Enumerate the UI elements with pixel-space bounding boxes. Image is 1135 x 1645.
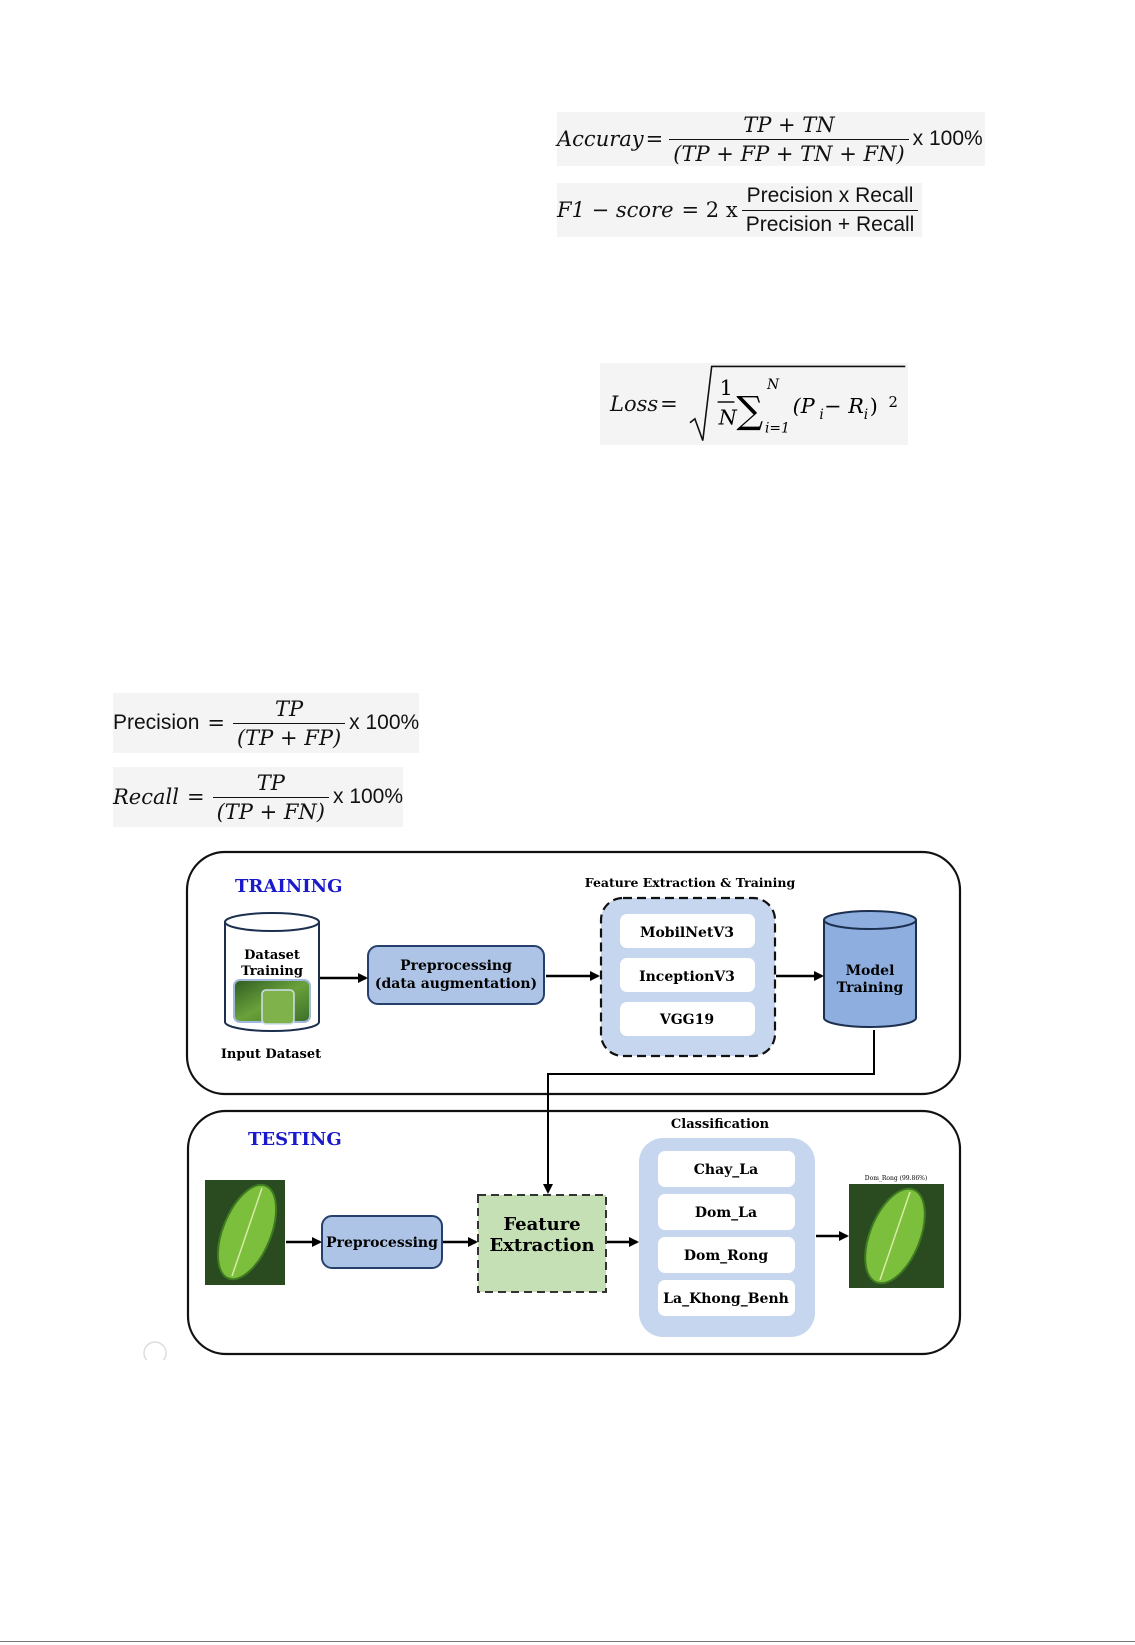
precision-multiplier: x 100%	[349, 711, 420, 734]
class-list: Chay_La Dom_La Dom_Rong La_Khong_Benh	[658, 1151, 795, 1316]
recall-lhs: Recall	[113, 785, 179, 809]
connector-model-to-feature-extraction	[543, 1030, 875, 1194]
model-training-line2: Training	[837, 980, 904, 996]
accuracy-multiplier: x 100%	[912, 127, 983, 150]
page-bottom-rule	[0, 1641, 1135, 1642]
loss-minus-r: − R	[824, 394, 864, 418]
recall-formula: Recall = TP (TP + FN) x 100%	[113, 767, 404, 827]
loss-one: 1	[719, 376, 732, 400]
loss-sub-r: i	[864, 407, 868, 423]
training-title: TRAINING	[235, 876, 342, 897]
class-box	[658, 1280, 795, 1316]
class-box	[658, 1151, 795, 1187]
precision-formula: Precision = TP (TP + FP) x 100%	[113, 693, 420, 753]
recall-numerator: TP	[256, 770, 285, 795]
precision-lhs: Precision	[113, 711, 200, 734]
dataset-label-line1: Dataset	[244, 948, 300, 963]
test-feature-extraction-line1: Feature	[503, 1214, 580, 1235]
class-label: Chay_La	[694, 1162, 758, 1178]
preprocessing-augmentation-box	[367, 945, 545, 1005]
f1-equals: = 2 x	[681, 198, 738, 222]
f1-fraction: Precision x Recall Precision + Recall	[741, 183, 919, 237]
precision-equals: =	[207, 711, 225, 735]
f1-lhs: F1 − score	[557, 198, 674, 222]
class-label: La_Khong_Benh	[663, 1291, 789, 1307]
result-caption: Dom_Rong (99.86%)	[865, 1175, 927, 1182]
faint-overlay-icon	[143, 1341, 167, 1360]
loss-sum-top: N	[766, 377, 780, 393]
loss-formula: Loss = 1 N ∑ N i=1 (P i − R i ) 2	[600, 363, 908, 445]
loss-equals: =	[660, 392, 678, 416]
accuracy-formula: Accuray = TP + TN (TP + FP + TN + FN) x …	[557, 112, 985, 166]
class-label: Dom_Rong	[684, 1248, 768, 1264]
model-label: VGG19	[659, 1012, 714, 1028]
test-feature-extraction-box	[477, 1194, 607, 1293]
class-label: Dom_La	[695, 1205, 757, 1221]
preprocessing-augmentation-line2: (data augmentation)	[375, 976, 537, 992]
loss-radical: 1 N ∑ N i=1 (P i − R i ) 2	[689, 365, 906, 441]
loss-sum-bottom: i=1	[765, 421, 790, 437]
test-output-leaf-image	[849, 1184, 944, 1288]
class-box	[658, 1194, 795, 1230]
input-dataset-label: Input Dataset	[221, 1047, 321, 1062]
accuracy-equals: =	[645, 127, 664, 151]
dataset-training-cylinder	[224, 912, 320, 1032]
model-label: InceptionV3	[639, 969, 735, 985]
loss-n: N	[717, 406, 737, 430]
model-box	[620, 958, 755, 992]
accuracy-lhs: Accuray	[557, 127, 644, 151]
recall-denominator: (TP + FN)	[212, 796, 329, 824]
test-input-leaf-image	[205, 1180, 285, 1285]
loss-close: )	[869, 394, 877, 418]
model-label: MobilNetV3	[640, 925, 734, 941]
accuracy-numerator: TP + TN	[743, 112, 835, 137]
model-box	[620, 914, 755, 948]
f1-numerator: Precision x Recall	[746, 183, 914, 207]
class-box	[658, 1237, 795, 1273]
feature-extraction-training-title: Feature Extraction & Training	[585, 875, 796, 890]
dataset-label-line2: Training	[241, 964, 303, 979]
testing-title: TESTING	[248, 1129, 342, 1150]
classification-title: Classification	[671, 1117, 770, 1132]
test-preprocessing-label: Preprocessing	[326, 1235, 438, 1251]
accuracy-denominator: (TP + FP + TN + FN)	[669, 138, 909, 166]
f1-denominator: Precision + Recall	[741, 209, 919, 237]
loss-power: 2	[888, 394, 897, 411]
precision-denominator: (TP + FP)	[232, 722, 346, 750]
accuracy-fraction: TP + TN (TP + FP + TN + FN)	[669, 112, 909, 166]
loss-term: (P	[792, 394, 815, 418]
loss-sub-p: i	[819, 407, 823, 423]
model-training-cylinder	[823, 910, 917, 1028]
testing-panel	[186, 1109, 962, 1356]
f1-score-formula: F1 − score = 2 x Precision x Recall Prec…	[557, 183, 923, 237]
loss-sum-symbol: ∑	[736, 388, 763, 432]
model-training-line1: Model	[846, 963, 895, 979]
test-preprocessing-box	[321, 1215, 443, 1269]
model-list: MobilNetV3 InceptionV3 VGG19	[620, 914, 755, 1036]
recall-fraction: TP (TP + FN)	[212, 770, 329, 824]
test-feature-extraction-line2: Extraction	[489, 1235, 594, 1256]
loss-lhs: Loss	[610, 392, 659, 416]
precision-fraction: TP (TP + FP)	[232, 696, 346, 750]
recall-equals: =	[186, 785, 205, 809]
preprocessing-augmentation-line1: Preprocessing	[400, 958, 512, 974]
precision-numerator: TP	[275, 696, 304, 721]
recall-multiplier: x 100%	[332, 785, 404, 808]
model-box	[620, 1002, 755, 1036]
pipeline-diagram: TRAINING Dataset Training Input Dataset …	[143, 850, 962, 1360]
